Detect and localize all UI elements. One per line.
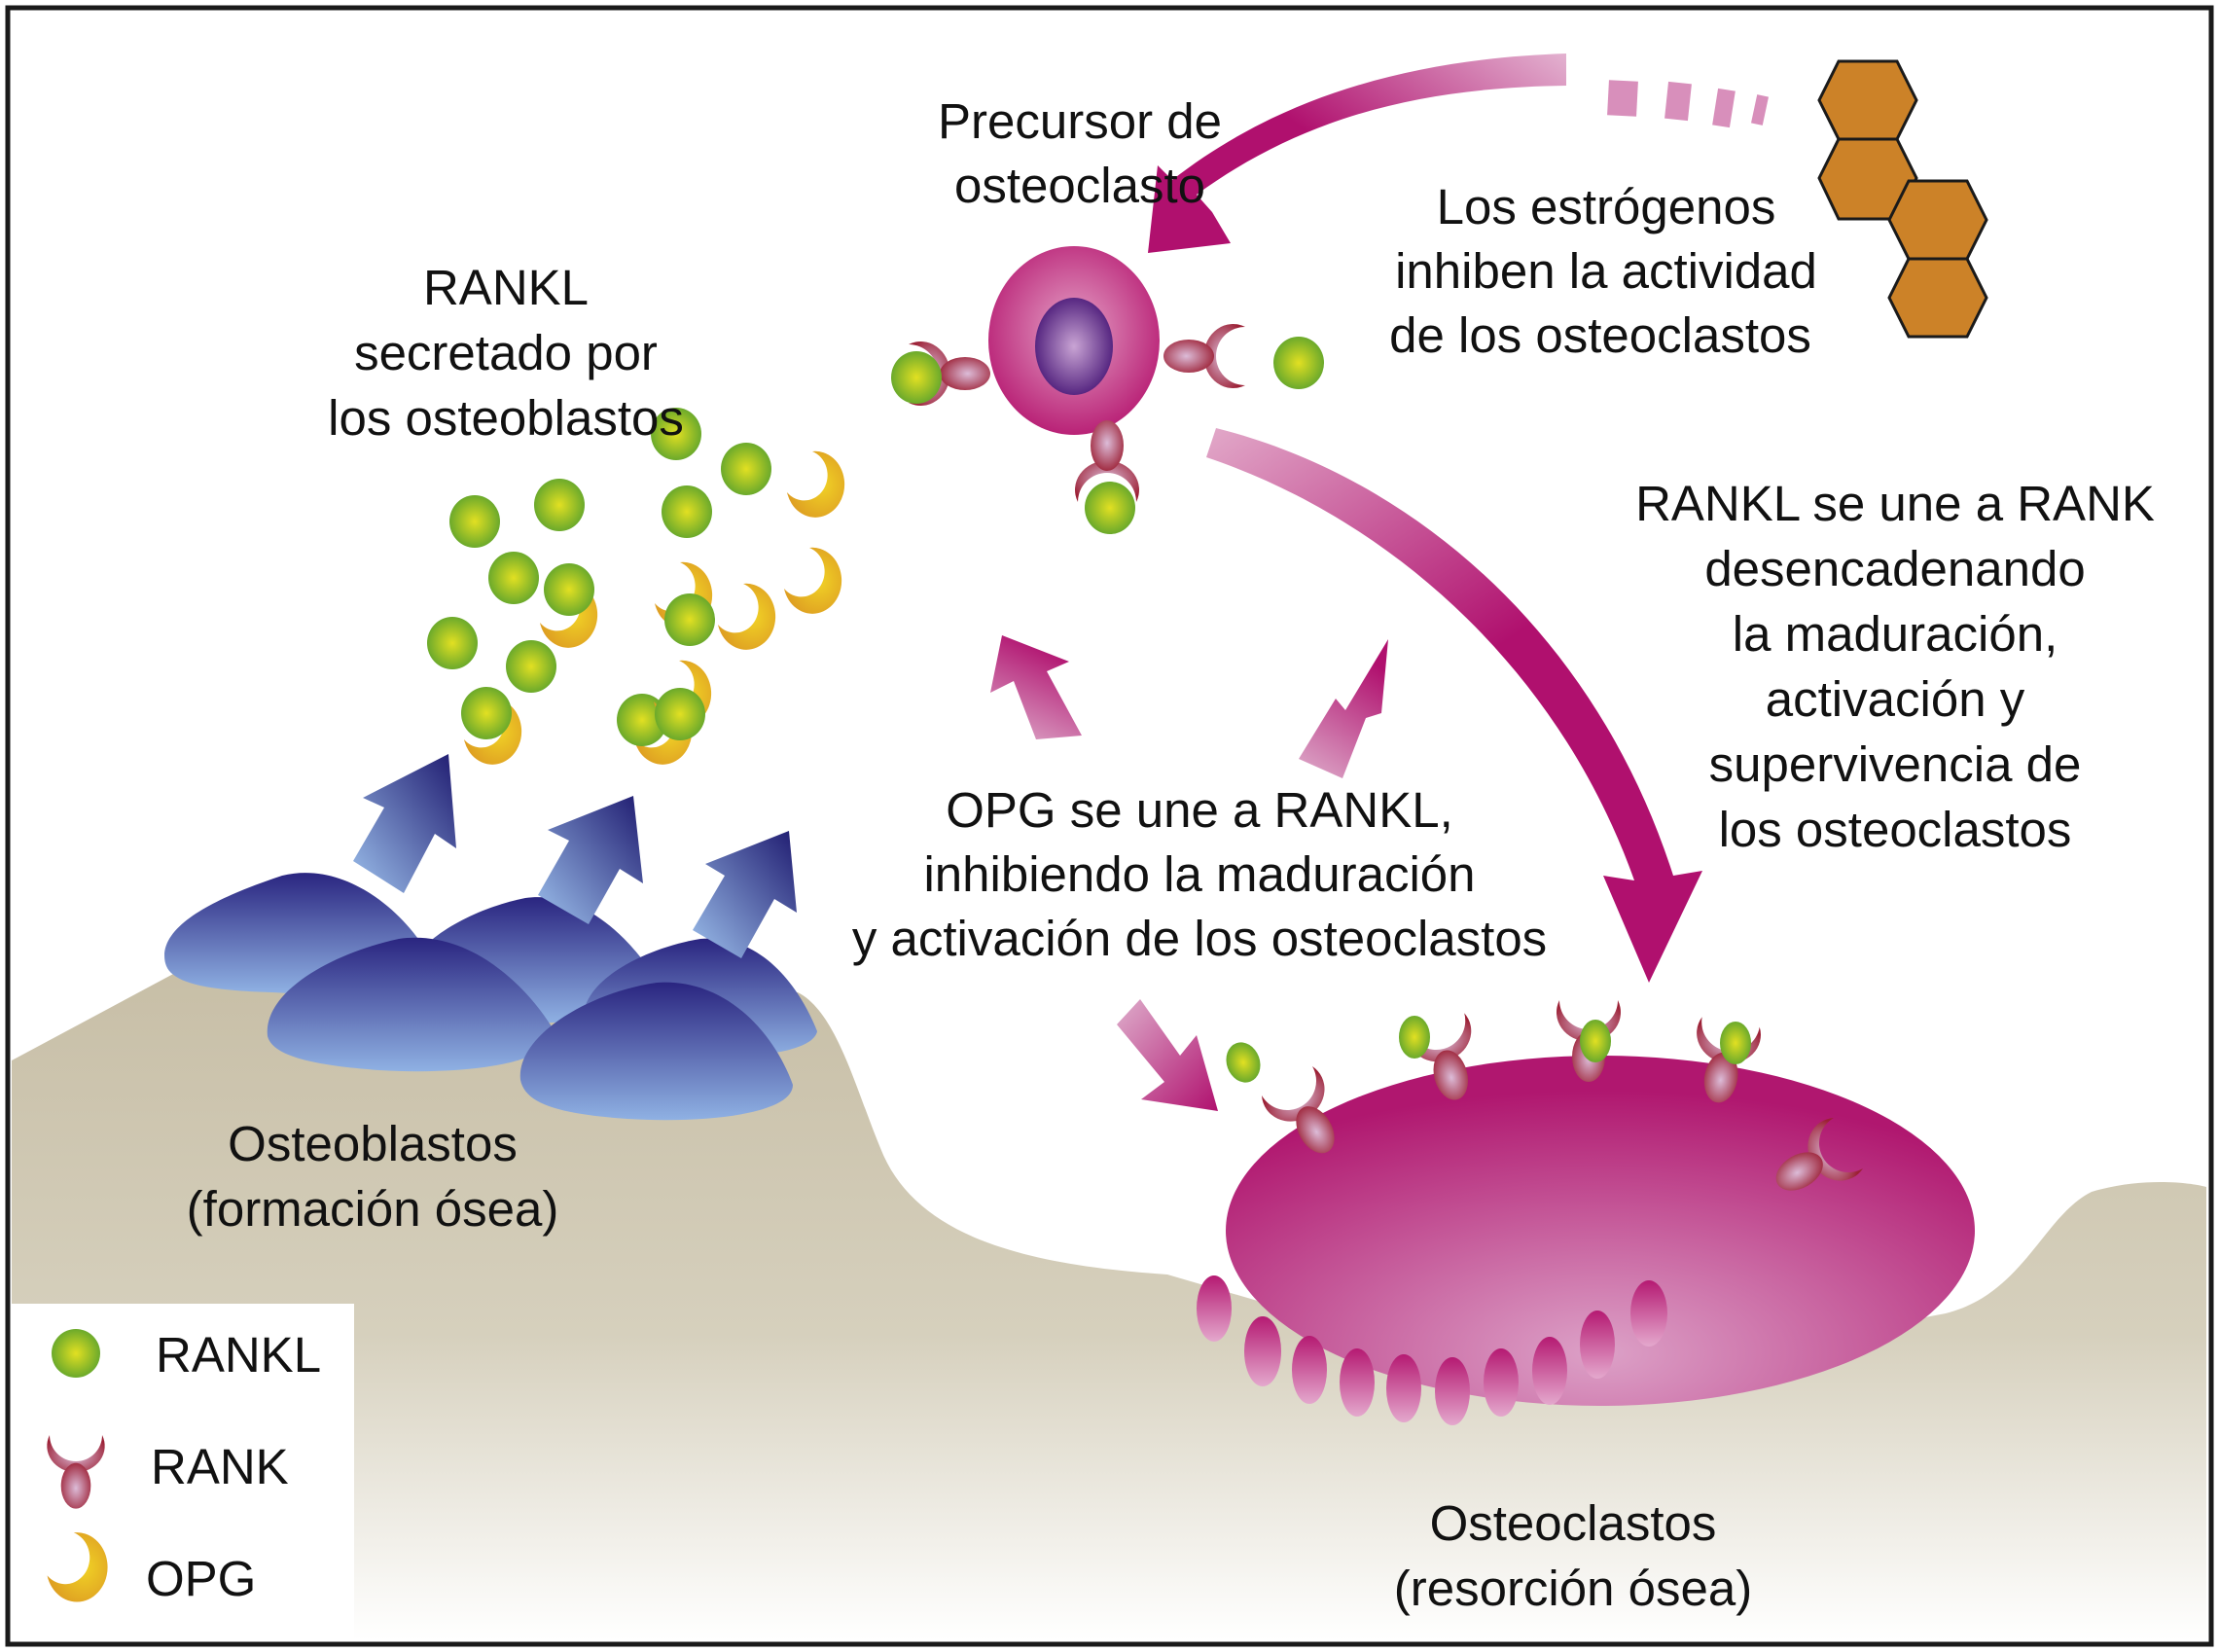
svg-text:los osteoclastos: los osteoclastos (1719, 802, 2072, 857)
svg-text:OPG se une a RANKL,: OPG se une a RANKL, (946, 782, 1453, 838)
svg-text:y activación de los osteoclast: y activación de los osteoclastos (852, 911, 1547, 966)
rankl-molecule (461, 687, 512, 739)
opg-up-arrow (1299, 639, 1388, 778)
svg-text:la maduración,: la maduración, (1733, 606, 2058, 662)
svg-text:osteoclasto: osteoclasto (954, 158, 1205, 213)
svg-text:(formación ósea): (formación ósea) (187, 1181, 559, 1237)
estrogen-inhibition-arrow (1148, 54, 1769, 253)
rankl-molecule (664, 593, 715, 646)
label-rankl-binds-rank: RANKL se une a RANK desencadenando la ma… (1635, 476, 2155, 857)
label-precursor: Precursor de osteoclasto (938, 93, 1222, 213)
label-opg-binds-rankl: OPG se une a RANKL, inhibiendo la madura… (852, 782, 1547, 966)
nucleus (1035, 298, 1113, 395)
secretion-arrow (353, 754, 456, 893)
svg-text:Los estrógenos: Los estrógenos (1437, 179, 1776, 234)
svg-text:supervivencia de: supervivencia de (1709, 736, 2082, 792)
svg-text:secretado por: secretado por (354, 325, 658, 380)
maturation-arrow (1206, 428, 1702, 983)
svg-text:(resorción ósea): (resorción ósea) (1394, 1561, 1752, 1616)
osteoclast-precursor-cell (891, 246, 1324, 534)
legend-rank-label: RANK (151, 1439, 289, 1494)
molecules (427, 408, 845, 765)
rankl-molecule (427, 617, 478, 669)
rankl-molecule (721, 443, 771, 495)
secretion-arrow (693, 831, 797, 958)
svg-text:de los osteoclastos: de los osteoclastos (1389, 307, 1811, 363)
opg-molecule (787, 450, 845, 518)
svg-text:inhibiendo la maduración: inhibiendo la maduración (923, 846, 1475, 902)
legend-opg-label: OPG (146, 1551, 256, 1606)
rankl-molecule (534, 479, 585, 531)
legend-rankl-label: RANKL (156, 1327, 321, 1383)
svg-text:RANKL se une a RANK: RANKL se une a RANK (1635, 476, 2155, 531)
label-rankl-secreted: RANKL secretado por los osteoblastos (328, 260, 684, 446)
legend: RANKL RANK OPG (12, 1304, 354, 1640)
svg-text:inhiben la actividad: inhiben la actividad (1395, 243, 1817, 299)
svg-text:RANKL: RANKL (423, 260, 589, 315)
svg-text:Osteoclastos: Osteoclastos (1430, 1495, 1717, 1551)
svg-text:activación y: activación y (1766, 671, 2025, 727)
opg-molecule (784, 547, 842, 614)
secretion-arrows (353, 754, 797, 958)
ruffled-border-villi (1197, 1275, 1667, 1425)
rankl-molecule (655, 688, 705, 740)
rankl-molecule (449, 495, 500, 548)
label-osteoblasts: Osteoblastos (formación ósea) (187, 1116, 559, 1237)
osteoblast-cells (164, 873, 817, 1121)
rankl-molecule (544, 563, 594, 616)
label-estrogen: Los estrógenos inhiben la actividad de l… (1389, 179, 1817, 363)
opg-molecule (718, 583, 776, 650)
figure-border (5, 5, 2214, 1647)
rankl-molecule (662, 485, 712, 538)
legend-rankl-icon (52, 1329, 100, 1378)
svg-text:desencadenando: desencadenando (1704, 541, 2085, 596)
osteoclast-cell (1197, 1000, 1975, 1425)
opg-down-arrow (1117, 999, 1218, 1111)
secretion-arrow (538, 796, 643, 924)
label-osteoclasts: Osteoclastos (resorción ósea) (1394, 1495, 1752, 1616)
rankl-molecule (488, 552, 539, 604)
opg-up-arrow (990, 635, 1082, 739)
svg-text:Osteoblastos: Osteoblastos (228, 1116, 518, 1171)
svg-text:los osteoblastos: los osteoblastos (328, 390, 684, 446)
bone-surface (12, 960, 2206, 1640)
rankl-molecule (506, 640, 556, 693)
estrogen-molecule-icon (1817, 59, 1988, 339)
svg-text:Precursor de: Precursor de (938, 93, 1222, 149)
